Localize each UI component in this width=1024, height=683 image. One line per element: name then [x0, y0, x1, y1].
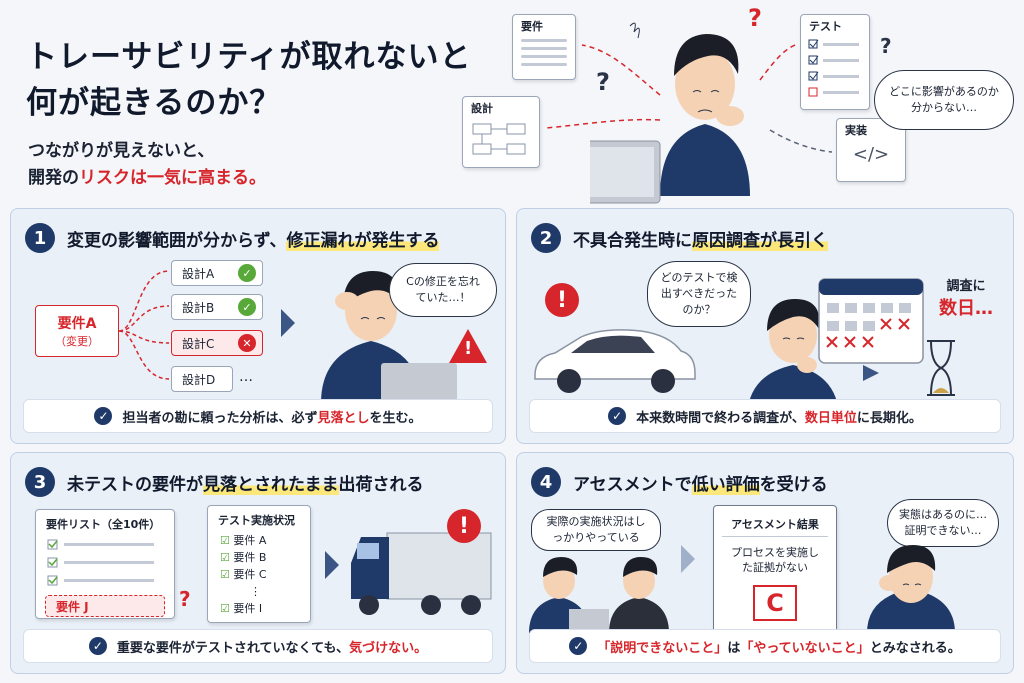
impact-arrows	[118, 270, 170, 380]
test-doc: テスト	[800, 14, 870, 110]
checklist-icon	[808, 39, 859, 97]
design-b: 設計B✓	[171, 294, 263, 320]
question-mark: ?	[748, 4, 762, 32]
thought-bubble: 実態はあるのに…証明できない…	[887, 499, 999, 547]
days-label: 調査に 数日…	[939, 279, 993, 319]
panel-3-footer: ✓重要な要件がテストされていなくても、気づけない。	[23, 629, 493, 663]
worried-engineer-illustration	[590, 22, 750, 204]
list-rows	[47, 539, 154, 586]
arrow-icon	[281, 309, 295, 337]
thought-bubble: どこに影響があるのか分からない…	[874, 70, 1014, 130]
header: トレーサビリティが取れないと 何が起きるのか？ つながりが見えないと、 開発のリ…	[0, 0, 1024, 205]
design-a: 設計A✓	[171, 260, 263, 286]
check-icon: ✓	[608, 407, 627, 425]
stressed-engineer-illustration	[867, 545, 955, 633]
assessment-result-card: アセスメント結果 プロセスを実施した証拠がない C	[713, 505, 837, 633]
grade-badge: C	[753, 585, 797, 621]
check-icon: ✓	[94, 407, 113, 425]
panel-number: 2	[531, 223, 561, 253]
question-mark: ?	[596, 68, 610, 96]
check-icon: ✓	[238, 298, 256, 316]
calendar-icon	[818, 278, 924, 364]
panel-number: 1	[25, 223, 55, 253]
check-icon: ✓	[238, 264, 256, 282]
check-icon: ✓	[88, 637, 107, 655]
panel-2-footer: ✓本来数時間で終わる調査が、数日単位に長期化。	[529, 399, 1001, 433]
connection-arrows	[545, 43, 833, 153]
car-illustration	[534, 329, 696, 393]
hourglass-icon	[927, 340, 955, 396]
speech-bubble: どのテストで検出すべきだったのか？	[647, 261, 751, 327]
requirement-box: 要件A （変更）	[35, 305, 119, 357]
panel-1-footer: ✓担当者の勘に頼った分析は、必ず見落としを生む。	[23, 399, 493, 433]
truck-illustration	[351, 532, 492, 615]
arrow-icon	[681, 545, 695, 573]
alert-icon: !	[545, 283, 579, 317]
check-icon: ✓	[569, 637, 588, 655]
panel-4-footer: ✓「説明できないこと」は「やっていないこと」とみなされる。	[529, 629, 1001, 663]
speech-bubble: 実際の実施状況はしっかりやっている	[531, 509, 661, 551]
troubled-engineer-illustration	[321, 271, 457, 403]
code-icon: </>	[852, 144, 890, 165]
missing-requirement: 要件 J	[45, 595, 165, 617]
page-subtitle: つながりが見えないと、 開発のリスクは一気に高まる。	[28, 141, 266, 188]
panel-number: 3	[25, 467, 55, 497]
question-mark: ?	[179, 587, 191, 611]
diagram-icon	[472, 123, 526, 155]
question-mark: ?	[880, 34, 892, 58]
design-d: 設計D	[171, 366, 233, 392]
arrow-icon	[863, 365, 879, 381]
speech-bubble: Cの修正を忘れていた…！	[389, 263, 497, 317]
two-people-illustration	[529, 557, 669, 633]
alert-icon: !	[447, 509, 481, 543]
cross-icon: ✕	[238, 334, 256, 352]
requirement-doc: 要件	[512, 14, 576, 80]
arrow-icon	[325, 551, 339, 579]
panel-number: 4	[531, 467, 561, 497]
warning-icon: !	[449, 329, 487, 363]
page-title: トレーサビリティが取れないと 何が起きるのか？	[26, 39, 472, 121]
design-doc: 設計	[462, 96, 540, 168]
test-status-list: テスト実施状況 ☑ 要件 A ☑ 要件 B ☑ 要件 C ⋮ ☑ 要件 I	[207, 505, 311, 623]
design-c: 設計C✕	[171, 330, 263, 356]
